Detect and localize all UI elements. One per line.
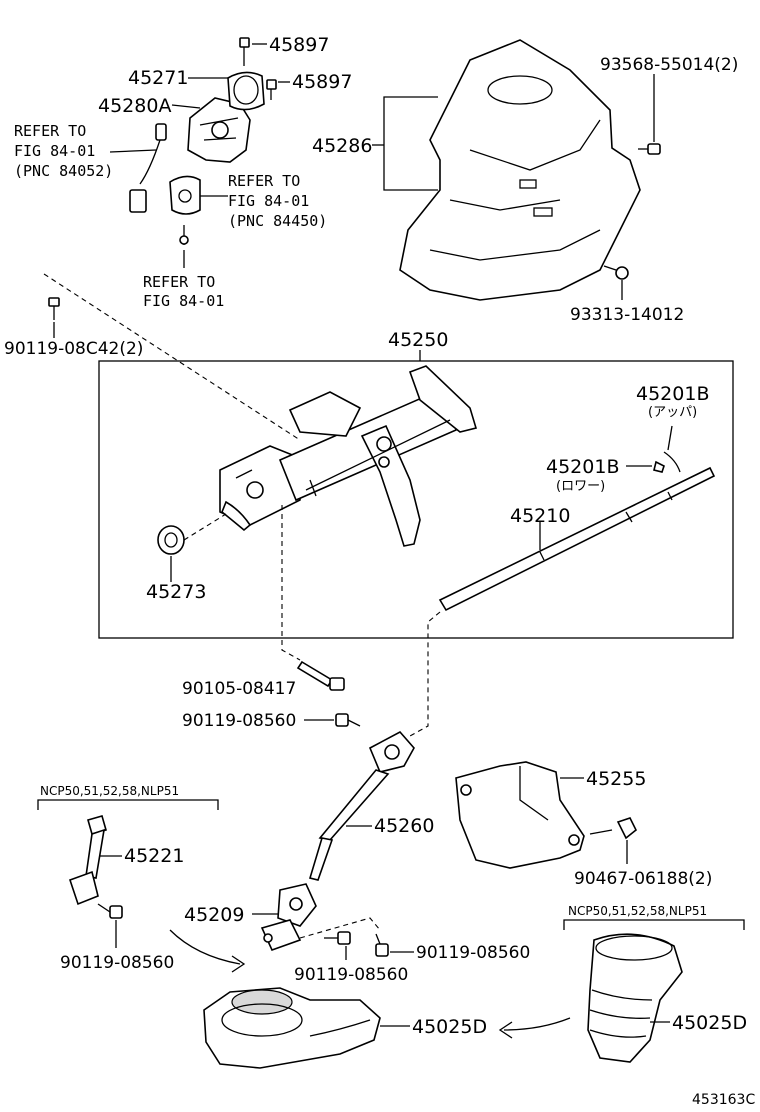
arrow-left-curve [169,929,241,965]
label-93313: 93313-14012 [570,305,684,325]
arrow-right-curve [503,1017,571,1031]
ref1-line3: (PNC 84052) [14,162,113,180]
label-45897-b: 45897 [292,71,352,93]
model-bracket-right [563,919,745,930]
switch-connector-84052 [129,123,167,213]
bolt-90119-08560-a [335,713,361,727]
label-45221: 45221 [124,845,184,867]
label-45025d-left: 45025D [412,1016,487,1038]
diagram-code: 453163C [692,1092,755,1108]
dashed-guide-90105 [281,505,301,661]
ref2-line3: (PNC 84450) [228,212,327,230]
note-45201b-lower: (ロワー) [556,479,605,494]
label-45280a: 45280A [98,95,171,117]
bushing-45273 [157,525,185,555]
label-45260: 45260 [374,815,434,837]
label-45250: 45250 [388,329,448,351]
screw-93568 [638,143,661,155]
dashed-guide-joint [299,917,381,939]
boot-45025d-left [203,987,381,1069]
snap-ring-lower [653,460,665,473]
boot-45025d-right [587,933,683,1063]
bolt-90119-08c42 [48,297,60,320]
dashed-guide-bushing [183,513,227,541]
label-90119-08560-c: 90119-08560 [294,965,408,985]
bolt-90105-08417 [296,660,345,691]
leader-45201b-upper [667,425,673,451]
label-45255: 45255 [586,768,646,790]
column-cover-45286 [399,39,641,301]
column-assembly-box [98,360,734,639]
intermediate-shaft-45260 [308,730,415,881]
snap-ring-upper [663,451,681,473]
screw-45897-a [239,37,250,66]
label-45286: 45286 [312,135,372,157]
label-90119-08560-b: 90119-08560 [60,953,174,973]
steering-column-45250 [219,365,478,547]
main-shaft-45210 [438,466,716,612]
label-90467: 90467-06188(2) [574,869,712,889]
label-45271: 45271 [128,67,188,89]
arrow-left-head [231,955,246,973]
label-90119-08560-a: 90119-08560 [182,711,296,731]
dashed-guide-shaft [409,611,441,737]
bolt-90119-08560-c [324,931,351,945]
label-45273: 45273 [146,581,206,603]
ref1-line1: REFER TO [14,122,86,140]
universal-joint-45209 [260,883,317,952]
dashed-guide-bolt [43,273,301,441]
label-45201b-lower: 45201B [546,456,619,478]
ignition-housing-45280a [187,97,251,163]
ref3-line1: REFER TO [143,273,215,291]
bracket-45286 [383,96,438,191]
ref3-line2: FIG 84-01 [143,292,224,310]
arrow-right-head [498,1021,513,1039]
leader-45280a [171,104,201,109]
bolt-90119-08560-d [375,933,389,957]
ref2-line2: FIG 84-01 [228,192,309,210]
column-hole-cover-45255 [455,761,585,869]
model-note-right: NCP50,51,52,58,NLP51 [568,904,707,918]
clip-90467 [589,817,638,840]
label-90105: 90105-08417 [182,679,296,699]
label-90119-08c42: 90119-08C42(2) [4,339,143,359]
label-90119-08560-d: 90119-08560 [416,943,530,963]
key-switch-84450 [169,175,201,215]
label-45897-a: 45897 [269,34,329,56]
model-note-left: NCP50,51,52,58,NLP51 [40,784,179,798]
screw-93313 [603,265,629,280]
ref2-line1: REFER TO [228,172,300,190]
label-45025d-right: 45025D [672,1012,747,1034]
label-45201b-upper: 45201B [636,383,709,405]
bolt-90119-08560-b [97,903,123,919]
ref1-line2: FIG 84-01 [14,142,95,160]
housing-ring-45271 [227,71,265,111]
screw-45897-b [266,79,277,100]
shaft-45221 [68,815,107,906]
model-bracket-left [37,799,219,810]
label-93568: 93568-55014(2) [600,55,738,75]
label-45209: 45209 [184,904,244,926]
label-45210: 45210 [510,505,570,527]
leader-ref1 [109,149,157,153]
small-screw-ref [179,225,189,245]
note-45201b-upper: (アッパ) [648,405,697,420]
